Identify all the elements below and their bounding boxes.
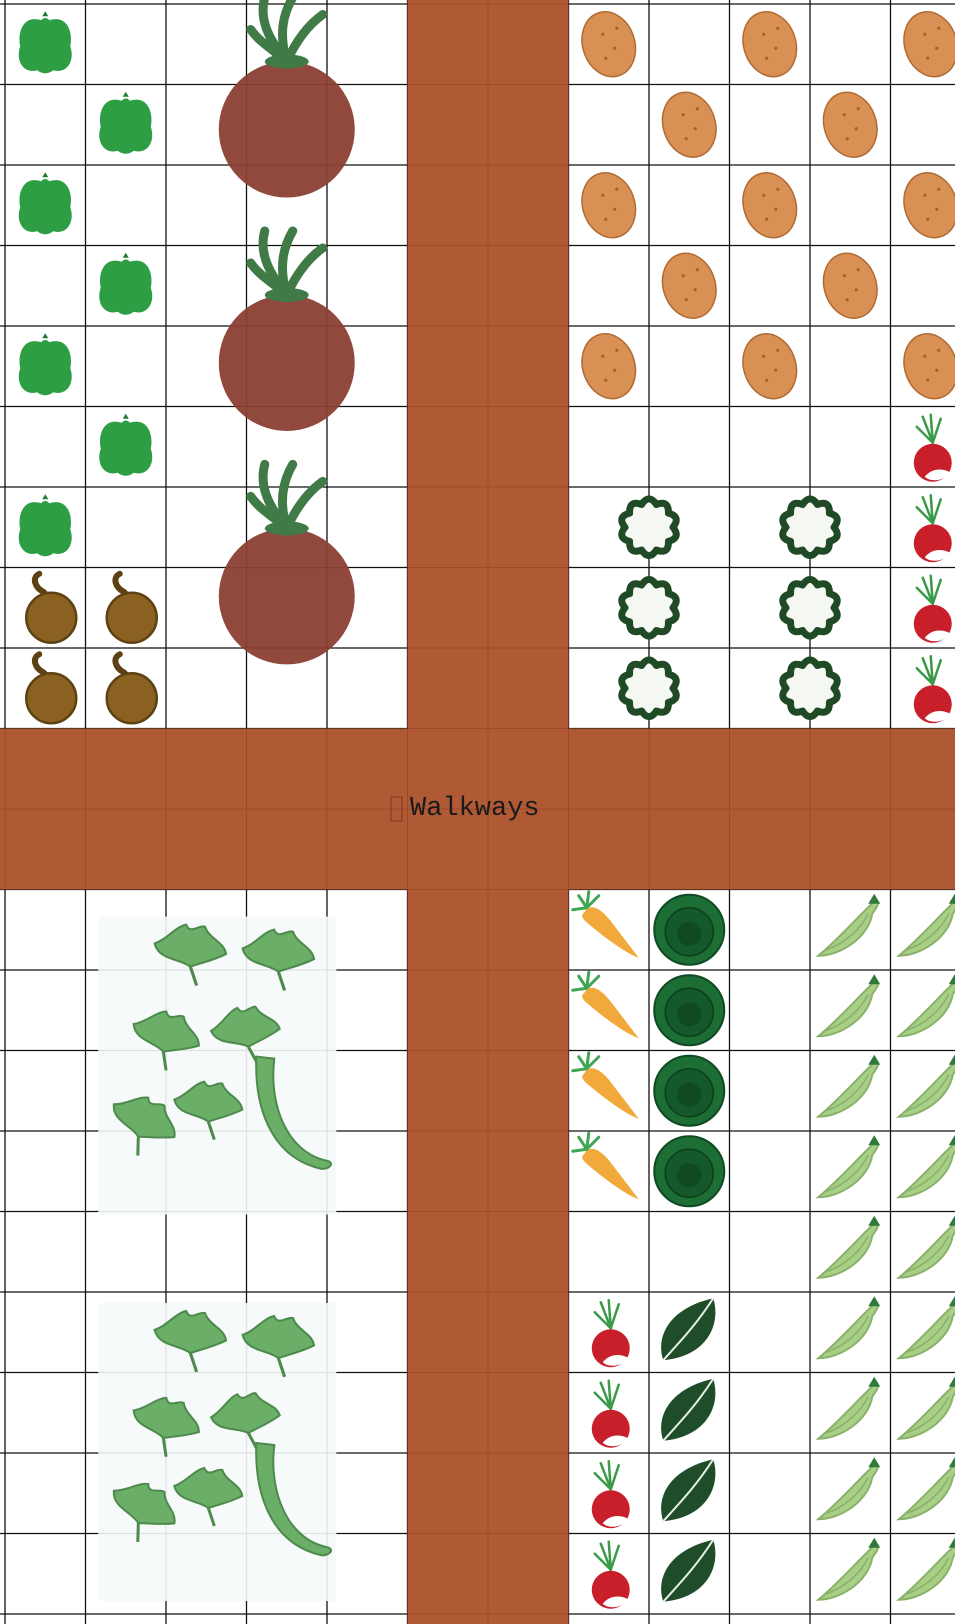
tomato-icon xyxy=(219,231,355,431)
squash-plant-icon xyxy=(98,917,336,1215)
carrot-icon xyxy=(573,972,639,1038)
cauliflower-icon xyxy=(622,499,676,556)
pea-pod-icon xyxy=(818,974,880,1036)
bell-pepper-icon xyxy=(99,414,152,476)
walkway-label-group: Walkways xyxy=(391,794,540,824)
bell-pepper-icon xyxy=(19,494,72,556)
cabbage-icon xyxy=(654,1056,724,1126)
potato-icon xyxy=(815,85,885,164)
carrot-icon xyxy=(573,1133,639,1199)
spinach-leaf-icon xyxy=(661,1298,715,1360)
cabbage-icon xyxy=(654,975,724,1045)
radish-icon xyxy=(914,495,952,562)
bell-pepper-icon xyxy=(19,333,72,395)
potato-icon xyxy=(735,327,805,406)
pea-pod-icon xyxy=(899,1135,955,1197)
carrot-icon xyxy=(573,892,639,958)
bell-pepper-icon xyxy=(19,11,72,73)
pea-pod-icon xyxy=(899,1377,955,1439)
spinach-leaf-icon xyxy=(661,1540,715,1602)
potato-icon xyxy=(896,166,955,245)
potato-icon xyxy=(815,246,885,325)
walkway-label: Walkways xyxy=(410,794,540,824)
onion-icon xyxy=(26,574,76,643)
tomato-icon xyxy=(219,464,355,664)
pea-pod-icon xyxy=(818,1055,880,1117)
potato-icon xyxy=(654,85,724,164)
bell-pepper-icon xyxy=(19,172,72,234)
radish-icon xyxy=(914,656,952,723)
cabbage-icon xyxy=(654,895,724,965)
radish-icon xyxy=(914,576,952,643)
cauliflower-icon xyxy=(783,499,837,556)
pea-pod-icon xyxy=(818,894,880,956)
pea-pod-icon xyxy=(818,1377,880,1439)
onion-icon xyxy=(107,574,157,643)
cauliflower-icon xyxy=(783,660,837,717)
bell-pepper-icon xyxy=(99,253,152,315)
pea-pod-icon xyxy=(899,974,955,1036)
pea-pod-icon xyxy=(899,1538,955,1600)
pea-pod-icon xyxy=(899,1216,955,1278)
spinach-leaf-icon xyxy=(661,1379,715,1441)
potato-icon xyxy=(574,327,644,406)
pea-pod-icon xyxy=(899,1296,955,1358)
onion-icon xyxy=(107,654,157,723)
radish-icon xyxy=(914,415,952,482)
carrot-icon xyxy=(573,1053,639,1119)
spinach-leaf-icon xyxy=(661,1459,715,1521)
pea-pod-icon xyxy=(899,894,955,956)
pea-pod-icon xyxy=(818,1538,880,1600)
radish-icon xyxy=(592,1461,630,1528)
potato-icon xyxy=(574,5,644,84)
cabbage-icon xyxy=(654,1136,724,1206)
pea-pod-icon xyxy=(818,1216,880,1278)
potato-icon xyxy=(896,327,955,406)
bell-pepper-icon xyxy=(99,92,152,154)
squash-plant-icon xyxy=(98,1303,336,1601)
potato-icon xyxy=(735,5,805,84)
pea-pod-icon xyxy=(818,1457,880,1519)
tomato-icon xyxy=(219,0,355,198)
pea-pod-icon xyxy=(818,1135,880,1197)
cauliflower-icon xyxy=(622,579,676,636)
cauliflower-icon xyxy=(622,660,676,717)
pea-pod-icon xyxy=(818,1296,880,1358)
onion-icon xyxy=(26,654,76,723)
radish-icon xyxy=(592,1542,630,1609)
radish-icon xyxy=(592,1300,630,1367)
pea-pod-icon xyxy=(899,1457,955,1519)
pea-pod-icon xyxy=(899,1055,955,1117)
radish-icon xyxy=(592,1381,630,1448)
potato-icon xyxy=(896,5,955,84)
cauliflower-icon xyxy=(783,579,837,636)
potato-icon xyxy=(654,246,724,325)
potato-icon xyxy=(735,166,805,245)
potato-icon xyxy=(574,166,644,245)
